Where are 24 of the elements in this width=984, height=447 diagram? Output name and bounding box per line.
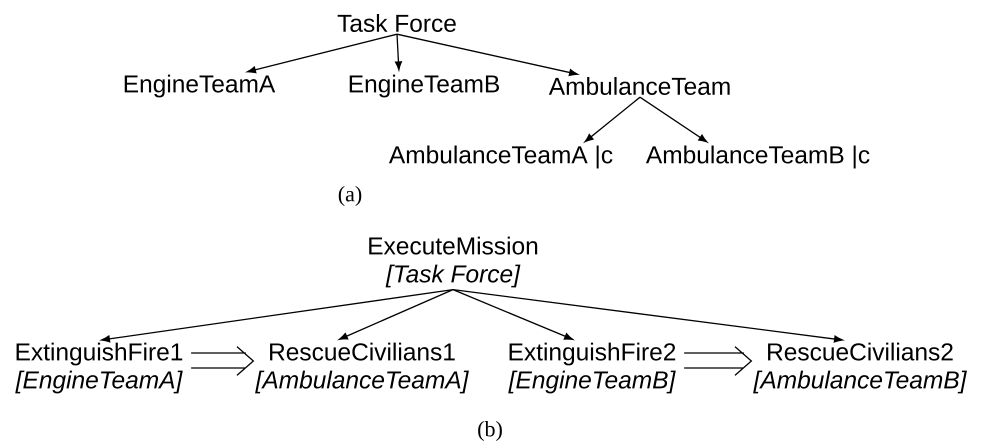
team-label: EngineTeamA <box>124 74 276 98</box>
task-label: ExtinguishFire2 [EngineTeamB] <box>508 342 676 394</box>
task-label: RescueCivilians1 [AmbulanceTeamA] <box>255 342 469 394</box>
task-label: ExtinguishFire1 [EngineTeamA] <box>15 342 183 394</box>
arrow <box>452 288 843 343</box>
team-label: Task Force <box>338 14 456 32</box>
team-label: AmbulanceTeam <box>548 77 730 95</box>
team-label: AmbulanceTeamA |c <box>388 146 612 168</box>
arrow <box>247 34 398 74</box>
arrow <box>584 96 640 142</box>
implication-arrow <box>684 346 752 376</box>
task-label: RescueCivilians2 [AmbulanceTeamB] <box>753 342 967 394</box>
subfigure-label: (a) <box>338 186 362 206</box>
arrow <box>396 34 578 76</box>
arrow <box>338 289 454 340</box>
arrow <box>101 288 454 342</box>
arrow <box>640 96 708 142</box>
team-label: EngineTeamB <box>350 74 499 98</box>
arrow <box>394 34 402 70</box>
subfigure-label: (b) <box>478 421 502 441</box>
implication-arrow <box>190 346 254 376</box>
team-label: AmbulanceTeamB |c <box>646 146 870 168</box>
task-label: ExecuteMission [Task Force] <box>369 236 538 288</box>
arrow <box>452 289 574 340</box>
